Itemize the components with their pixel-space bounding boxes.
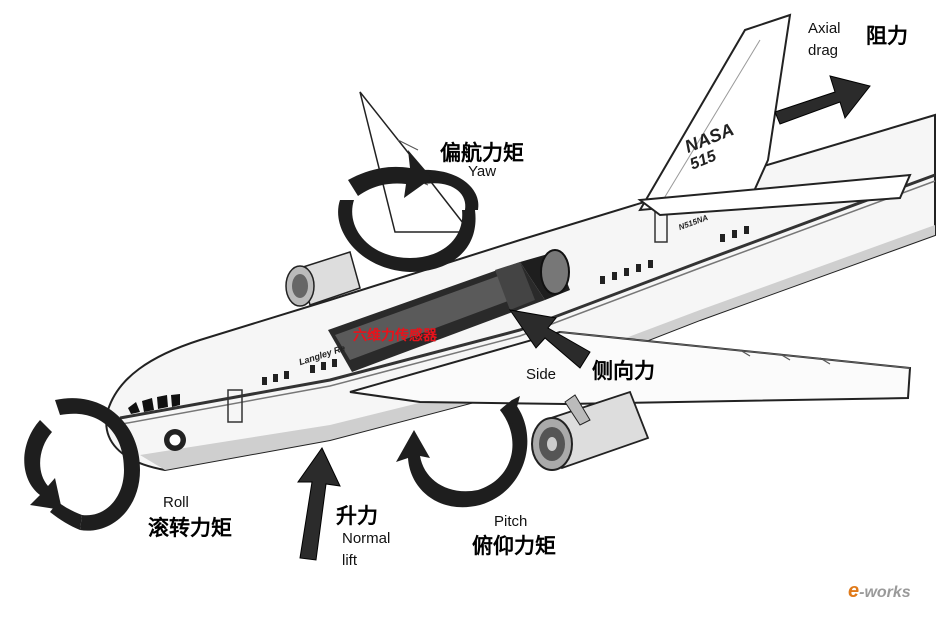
lift-label-en-1: Normal [342,530,391,547]
sensor-label-cn: 六维力传感器 [353,328,437,344]
drag-label-cn: 阻力 [866,24,908,48]
side-label-en: Side [526,366,557,383]
pitch-label-cn: 俯仰力矩 [472,534,556,558]
horizontal-stabilizer [637,173,912,217]
watermark: e-works [848,580,911,603]
pitch-rotation-arrow [396,396,528,508]
cockpit-windows [128,394,180,414]
roll-rotation-arrow [24,398,140,531]
drag-label-en-1: Axial [808,20,841,37]
far-engine [285,251,361,307]
front-door [227,389,243,423]
yaw-label-cn: 偏航力矩 [440,141,524,165]
lift-label-cn: 升力 [336,504,378,528]
pitch-label-en: Pitch [494,513,528,530]
roll-label-en: Roll [163,494,189,511]
drag-label-en-2: drag [808,42,839,59]
yaw-label-en: Yaw [468,163,497,180]
roll-label-cn: 滚转力矩 [148,516,232,540]
watermark-e: e [848,580,860,602]
lift-arrow [297,447,341,561]
side-label-cn: 侧向力 [592,359,655,383]
near-engine [531,390,650,471]
cabin-windows [262,226,749,385]
yaw-rotation-arrow [338,150,479,272]
side-force-arrow [508,309,591,369]
six-axis-sensor-housing [328,249,570,372]
drag-arrow [774,75,871,125]
watermark-rest: -works [859,584,911,601]
lift-label-en-2: lift [342,552,357,569]
